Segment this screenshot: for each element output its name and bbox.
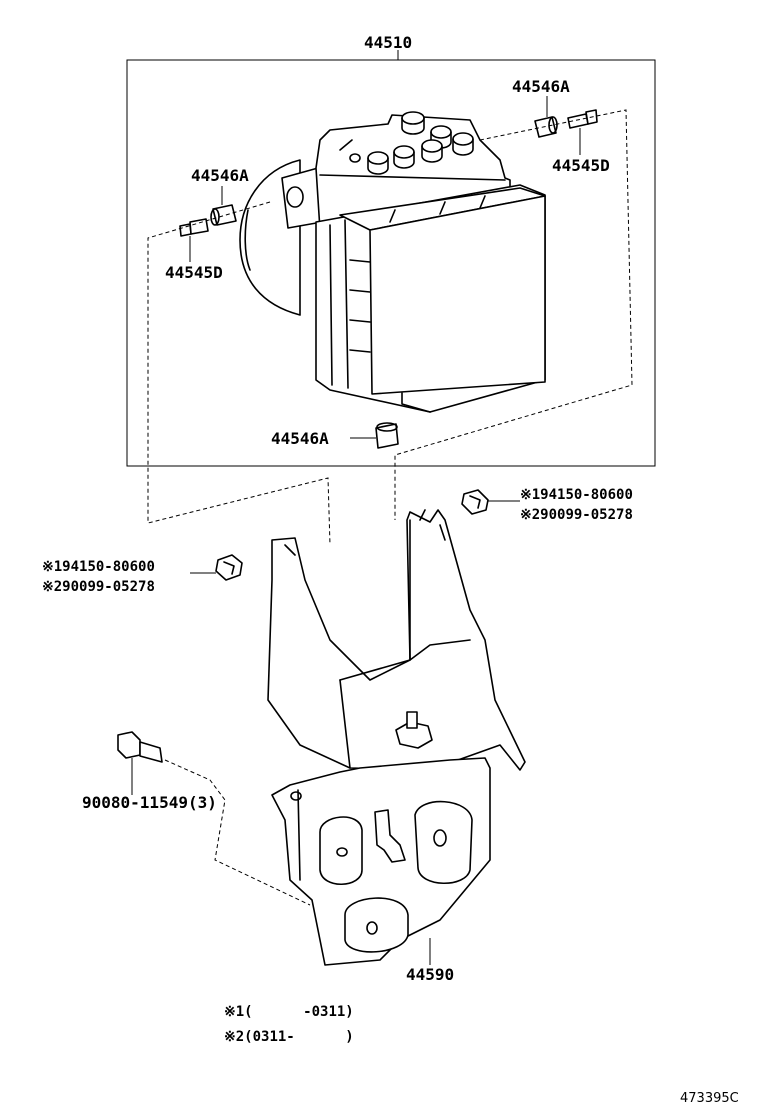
label-44510: 44510 [364, 33, 412, 52]
brake-line-ports [349, 111, 474, 175]
label-44546a-bottom: 44546A [271, 429, 329, 448]
nut-right [461, 489, 489, 515]
diagram-code: 473395C [680, 1091, 739, 1106]
label-44546a-top: 44546A [512, 77, 570, 96]
label-44545d-top: 44545D [552, 156, 610, 175]
bolt-left [179, 218, 209, 237]
plug-left [210, 204, 237, 226]
dashed-ref-bolt [164, 759, 311, 906]
dashed-ref-right [394, 109, 633, 520]
actuator-assembly-frame [126, 59, 656, 467]
label-44546a-left: 44546A [191, 166, 249, 185]
label-bolt-lower: 90080-11549(3) [82, 793, 217, 812]
note-2: ※2(0311- ) [224, 1029, 354, 1045]
nut-left [215, 554, 243, 581]
abs-actuator [239, 111, 546, 413]
note-1: ※1( -0311) [224, 1004, 354, 1020]
plug-top-right [534, 116, 558, 138]
nut-right-line2: ※290099-05278 [520, 507, 633, 523]
label-44545d-left: 44545D [165, 263, 223, 282]
nut-right-line1: ※194150-80600 [520, 487, 633, 503]
nut-left-line2: ※290099-05278 [42, 579, 155, 595]
nut-left-line1: ※194150-80600 [42, 559, 155, 575]
bolt-lower [117, 731, 163, 763]
dashed-ref-left [147, 201, 331, 546]
label-44590: 44590 [406, 965, 454, 984]
plug-bottom [375, 422, 399, 449]
bracket [267, 509, 526, 966]
bolt-top-right [567, 109, 598, 129]
